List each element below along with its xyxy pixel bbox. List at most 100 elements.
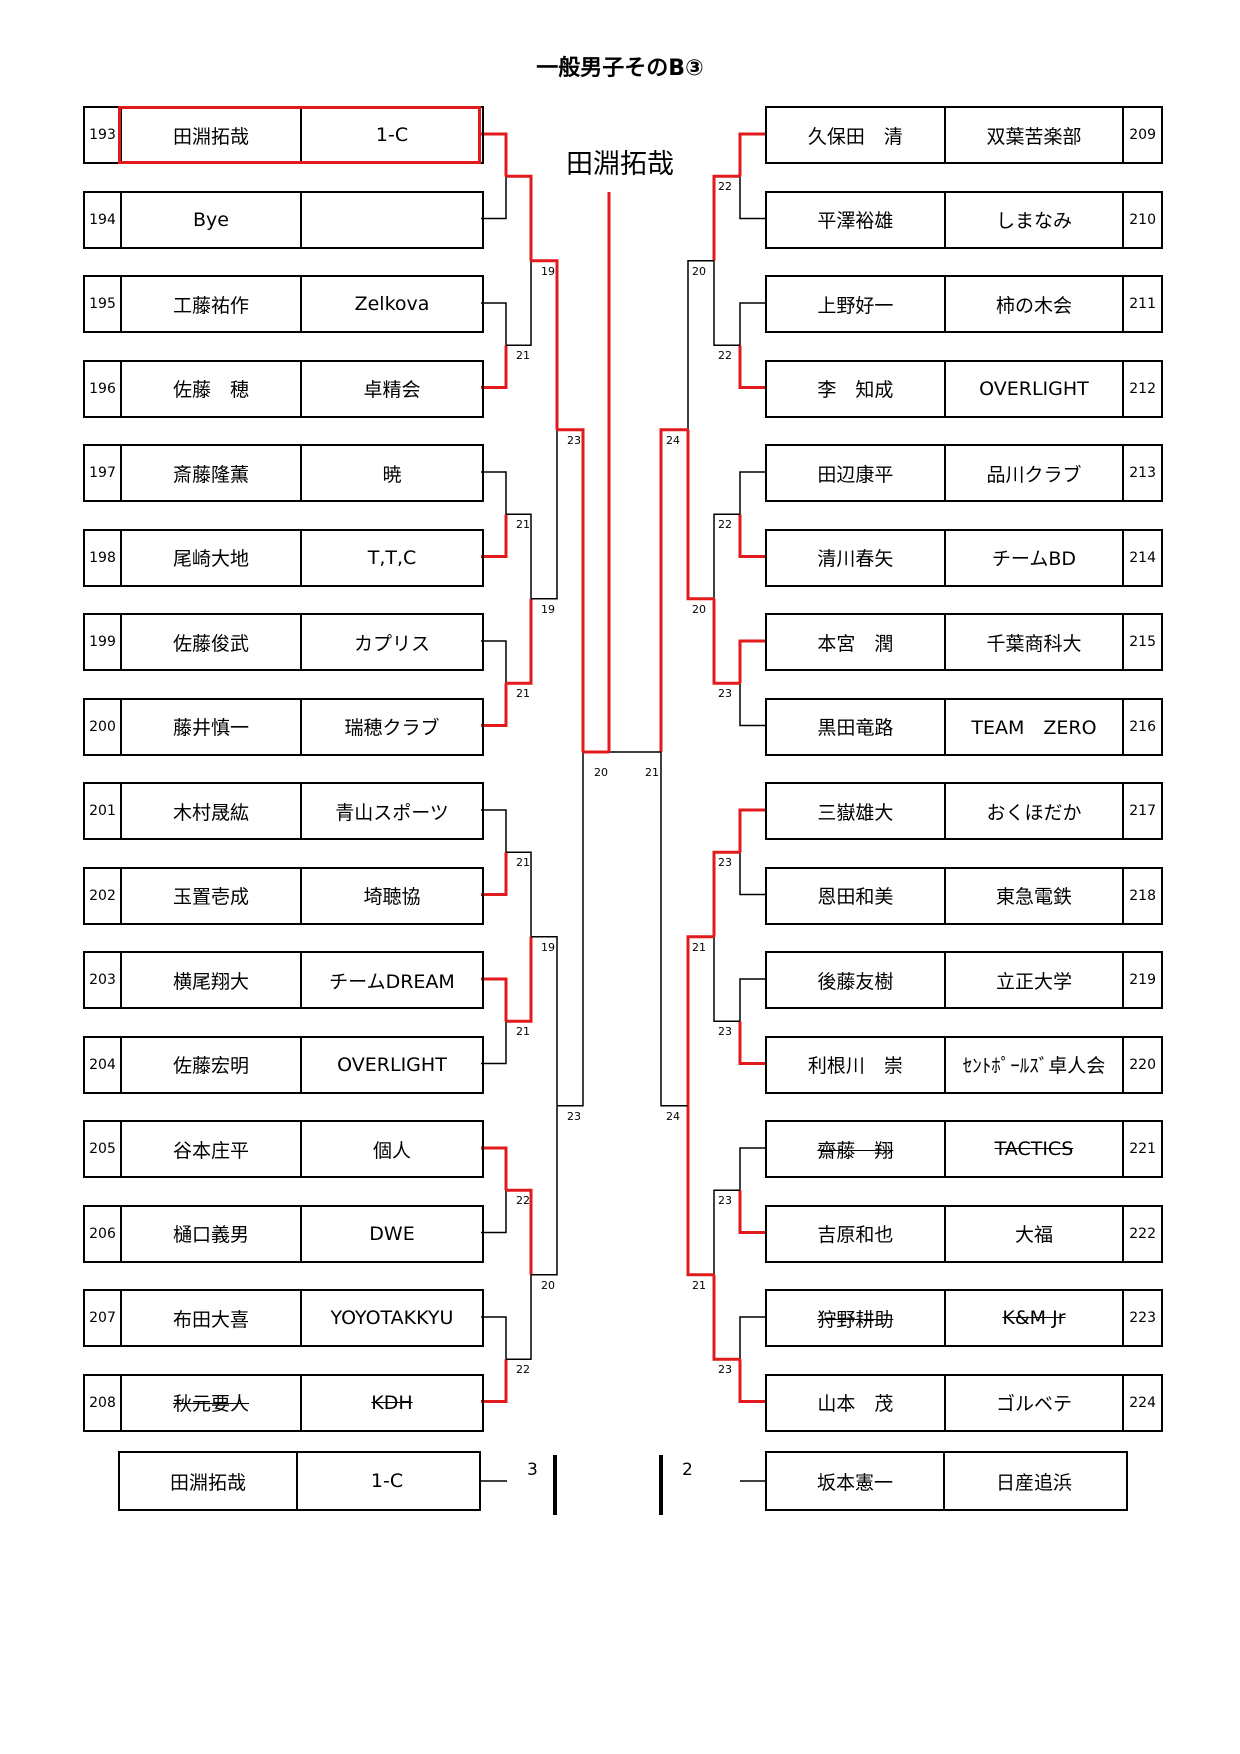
player-name: 藤井慎一 (122, 699, 302, 754)
seed-number: 203 (85, 953, 122, 1007)
bracket-line (687, 260, 714, 430)
club-name: カプリス (353, 632, 430, 655)
match-score: 20 (594, 766, 608, 779)
seed-number: 193 (85, 108, 122, 162)
match-score: 23 (718, 1194, 732, 1208)
match-score: 23 (567, 1109, 581, 1123)
winner-path (481, 683, 508, 727)
bracket-line (481, 1190, 507, 1234)
player-name: 樋口義男 (122, 1206, 302, 1261)
match-score: 22 (718, 180, 732, 194)
match-score: 24 (666, 433, 680, 447)
winner-path (712, 1274, 740, 1361)
player-name: 玉置壱成 (122, 868, 302, 923)
winner-path (506, 936, 533, 1023)
club-name: 品川クラブ (946, 446, 1125, 500)
bracket-line (739, 1316, 765, 1360)
final-right-club: 日産追浜 (995, 1471, 1072, 1494)
player-name: Bye (122, 192, 302, 247)
match-score: 20 (541, 1278, 555, 1292)
winner-path (738, 1021, 765, 1065)
match-score: 22 (516, 1363, 530, 1377)
winner-path (659, 428, 688, 752)
final-left-box: 田淵拓哉 1-C (118, 1451, 481, 1511)
club-name: TEAM ZERO (946, 699, 1125, 754)
bracket-line (531, 1105, 558, 1276)
seed-number: 198 (85, 530, 122, 585)
player-name: 秋元要人 (122, 1375, 302, 1430)
seed-number: 206 (85, 1206, 122, 1261)
bracket-line (481, 176, 507, 220)
player-name: 木村晟紘 (122, 784, 302, 838)
seed-number: 216 (1129, 718, 1156, 735)
bracket-line (739, 978, 765, 1022)
seed-number: 195 (85, 277, 122, 331)
final-left-score: 3 (527, 1460, 538, 1480)
club-name: 個人 (372, 1139, 411, 1162)
player-name: 齋藤 翔 (767, 1122, 946, 1176)
player-name: 上野好一 (767, 277, 946, 331)
winner-path (738, 808, 765, 853)
club-name: チームBD (946, 530, 1125, 585)
match-score: 22 (516, 1194, 530, 1208)
club-name: Zelkova (354, 293, 430, 315)
player-name: 恩田和美 (767, 868, 946, 923)
seed-number: 208 (85, 1375, 122, 1430)
club-name: OVERLIGHT (337, 1053, 447, 1076)
club-name (302, 193, 482, 247)
match-score: 19 (541, 602, 555, 616)
winner-path (506, 174, 533, 261)
club-name: しまなみ (946, 192, 1125, 247)
player-name: 田淵拓哉 (122, 108, 302, 162)
seed-number: 219 (1129, 972, 1156, 988)
winner-path (686, 429, 714, 601)
bracket-line (531, 429, 558, 600)
bracket-line (660, 752, 688, 1107)
player-name: 黒田竜路 (767, 699, 946, 754)
match-score: 21 (645, 766, 659, 779)
club-name: 瑞穂クラブ (344, 717, 440, 739)
winner-path (481, 1146, 508, 1191)
bracket-line (713, 260, 740, 346)
match-score: 21 (516, 1025, 530, 1039)
bracket-line (506, 851, 532, 937)
seed-number: 204 (85, 1037, 122, 1092)
bracket-line (481, 640, 507, 684)
match-score: 19 (541, 264, 555, 278)
bracket-line (531, 936, 558, 1106)
club-name: 暁 (382, 463, 402, 486)
bracket-line (506, 260, 532, 346)
seed-number: 221 (1129, 1141, 1156, 1157)
player-name: 後藤友樹 (767, 953, 946, 1007)
match-score: 19 (541, 940, 555, 954)
bracket-line (481, 302, 507, 346)
club-name: K&M Jr (946, 1291, 1125, 1345)
match-score: 22 (718, 518, 732, 532)
player-name: 谷本庄平 (122, 1122, 302, 1176)
winner-path (481, 977, 508, 1022)
bracket-line (739, 852, 765, 896)
club-name: チームDREAM (329, 970, 455, 993)
winner-path (738, 514, 765, 558)
player-name: 佐藤宏明 (122, 1037, 302, 1092)
winner-path (506, 1188, 533, 1275)
bracket-line (506, 1274, 532, 1360)
final-left-player: 田淵拓哉 (120, 1453, 298, 1509)
bracket-line (481, 1021, 507, 1065)
match-score: 21 (516, 687, 530, 701)
club-name: 1-C (375, 124, 409, 146)
